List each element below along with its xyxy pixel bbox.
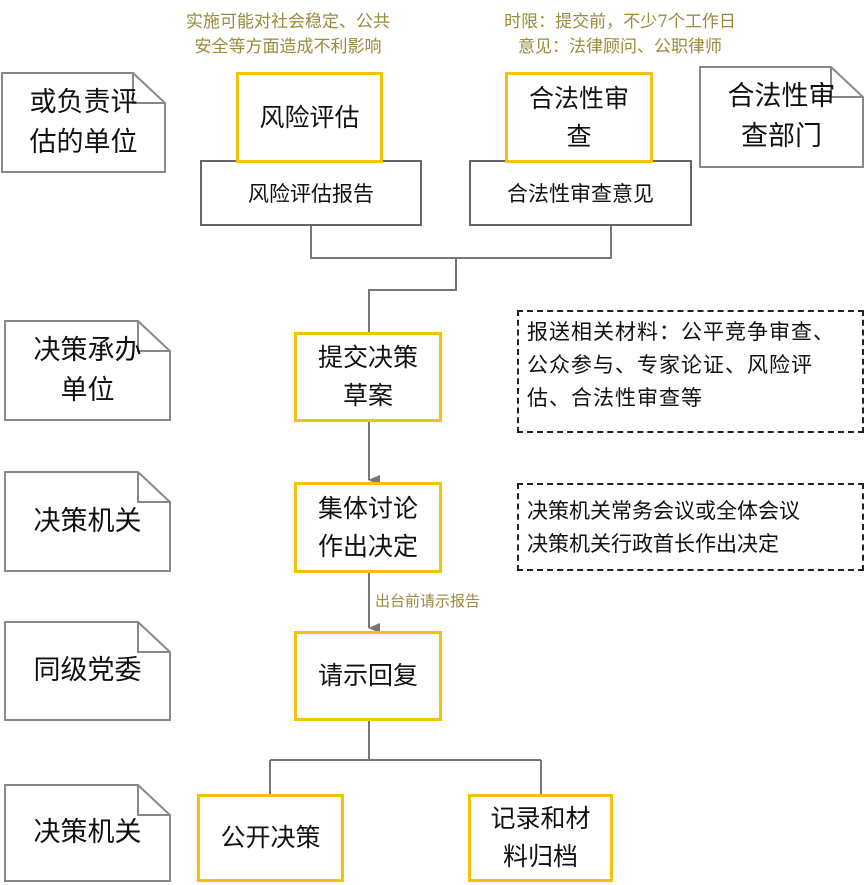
role-label: 决策承办单位 [33,334,142,406]
step-archive: 记录和材料归档 [468,794,613,882]
split-connector [269,720,542,795]
materials-note: 报送相关材料：公平竞争审查、公众参与、专家论证、风险评估、合法性审查等 [517,310,864,433]
annotation-line: 实施可能对社会稳定、公共 [186,12,390,32]
step-collective-decision: 集体讨论作出决定 [294,482,442,573]
role-label: 同级党委 [33,655,142,686]
role-note-risk-unit: 或负责评估的单位 [1,72,166,173]
step-legal-opinion: 合法性审查意见 [469,160,692,226]
role-note-decision-organ: 决策机关 [4,471,171,572]
merge-connector [310,225,612,333]
step-report-reply: 请示回复 [294,631,442,721]
step-submit-draft: 提交决策草案 [294,332,442,422]
arrow-label: 出台前请示报告 [375,592,481,610]
step-risk-assessment: 风险评估 [236,72,383,163]
role-label: 合法性审查部门 [727,81,836,152]
step-publish: 公开决策 [197,794,344,882]
annotation-line: 意见：法律顾问、公职律师 [518,37,722,57]
step-risk-report: 风险评估报告 [200,160,422,226]
step-legal-review: 合法性审查 [505,72,653,163]
note-line: 决策机关常务会议或全体会议 [527,499,800,523]
role-label: 决策机关 [33,505,142,537]
role-note-legal-dept: 合法性审查部门 [699,66,864,168]
legal-annotation: 时限：提交前，不少7个工作日 意见：法律顾问、公职律师 [465,10,775,60]
role-note-party-committee: 同级党委 [4,621,171,721]
note-line: 决策机关行政首长作出决定 [527,532,779,556]
role-label: 或负责评估的单位 [29,86,138,158]
role-label: 决策机关 [33,817,142,848]
annotation-line: 安全等方面造成不利影响 [194,37,382,57]
risk-annotation: 实施可能对社会稳定、公共 安全等方面造成不利影响 [148,10,428,60]
meetings-note: 决策机关常务会议或全体会议 决策机关行政首长作出决定 [517,483,864,571]
role-note-undertaking-unit: 决策承办单位 [4,320,171,421]
annotation-line: 时限：提交前，不少7个工作日 [504,12,736,32]
role-note-decision-organ-2: 决策机关 [4,784,171,882]
